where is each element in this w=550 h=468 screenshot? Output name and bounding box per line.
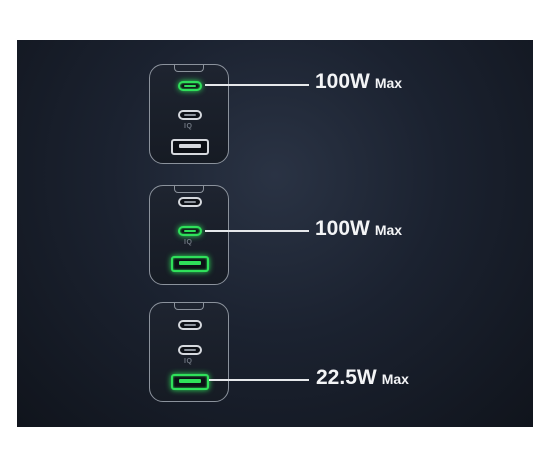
iq-mark: IQ: [184, 239, 193, 246]
power-value-1: 100W: [315, 70, 370, 93]
usb-c2-port: [178, 345, 202, 355]
usb-a-port: [171, 139, 209, 155]
usb-a-port-active: [171, 256, 209, 272]
power-value-2: 100W: [315, 217, 370, 240]
iq-mark: IQ: [184, 358, 193, 365]
max-text-1: Max: [374, 75, 403, 91]
usb-c1-port: [178, 320, 202, 330]
charger-diagram-2: IQ: [149, 184, 229, 285]
charger-notch: [174, 184, 204, 193]
callout-line-3: [209, 379, 309, 381]
power-value-3: 22.5W: [316, 366, 377, 389]
usb-c2-port-active: [178, 226, 202, 236]
charger-diagram-3: IQ: [149, 301, 229, 402]
usb-a-port-active: [171, 374, 209, 390]
max-text-3: Max: [381, 371, 409, 387]
charger-notch: [174, 301, 204, 310]
usb-c1-port-active: [178, 81, 202, 91]
usb-c1-port: [178, 197, 202, 207]
max-text-2: Max: [374, 222, 403, 238]
callout-line-2: [205, 230, 309, 232]
iq-mark: IQ: [184, 123, 193, 130]
usb-c2-port: [178, 110, 202, 120]
charger-diagram-1: IQ: [149, 63, 229, 164]
callout-line-1: [205, 84, 309, 86]
charger-notch: [174, 63, 204, 72]
